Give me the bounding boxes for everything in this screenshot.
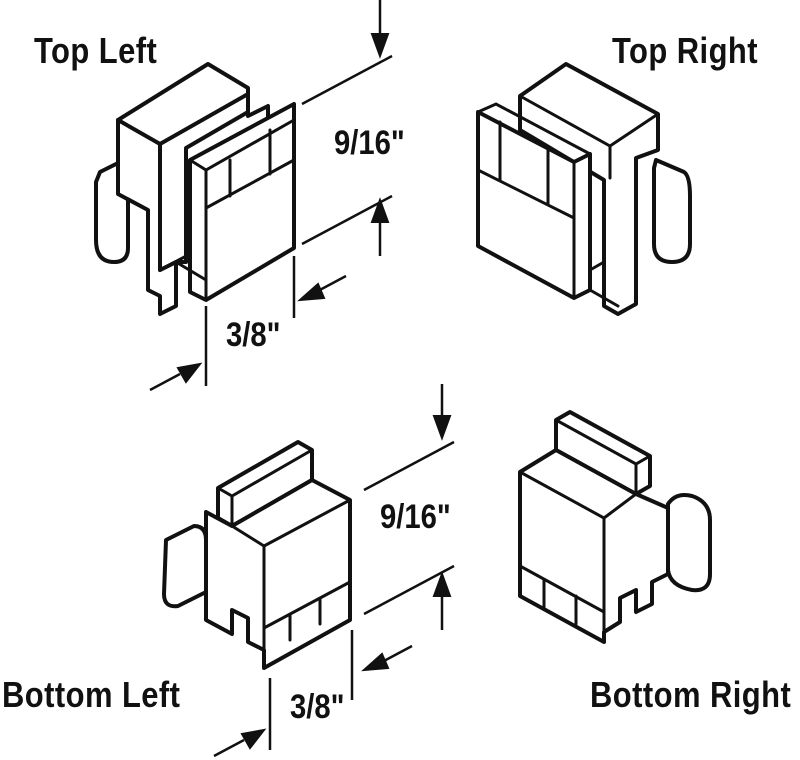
bottom-height-arrowhead-down <box>432 415 452 441</box>
top-width-arrowhead-left <box>297 282 326 302</box>
bottom-left-body <box>204 478 352 670</box>
bottom-width-arrowhead-left <box>361 652 390 672</box>
bottom-left-band <box>262 580 352 642</box>
bottom-width-arrow-shaft-left <box>213 738 245 758</box>
top-right-tab <box>652 158 692 264</box>
dimension-bottom-width: 3/8" <box>290 688 345 726</box>
bottom-left-rail-edge <box>216 448 314 528</box>
dimension-top-width: 3/8" <box>226 316 281 354</box>
dimension-top-height: 9/16" <box>334 124 405 162</box>
bottom-left-guide <box>162 440 352 670</box>
dimension-bottom-height: 9/16" <box>380 498 451 536</box>
top-right-wall-band <box>476 120 576 220</box>
top-left-channel-floor <box>158 252 208 282</box>
bottom-left-tab <box>162 524 208 609</box>
bottom-right-rail-edge <box>554 418 652 496</box>
top-right-channel-floor <box>588 260 620 308</box>
top-width-arrow-shaft-left <box>149 372 181 392</box>
top-dimension-lines <box>149 0 393 392</box>
label-bottom-left: Bottom Left <box>2 674 181 715</box>
top-right-guide <box>476 62 692 316</box>
top-height-ext-lower <box>301 194 393 246</box>
top-left-wall-band <box>204 128 296 210</box>
top-right-back-top <box>518 94 660 180</box>
label-top-right: Top Right <box>612 30 759 71</box>
bottom-height-ext-upper <box>363 440 455 492</box>
bottom-left-body-edges <box>230 498 352 652</box>
top-left-guide <box>94 62 296 316</box>
top-height-arrowhead-up <box>370 197 390 223</box>
top-right-wall-top <box>476 102 592 300</box>
bottom-right-body-edges <box>518 470 638 644</box>
bottom-right-guide <box>518 410 712 644</box>
bottom-right-band <box>518 564 606 626</box>
bottom-height-ext-lower <box>363 564 455 616</box>
label-bottom-right: Bottom Right <box>590 674 792 715</box>
top-width-arrowhead-right <box>176 362 203 384</box>
bottom-height-arrowhead-up <box>432 571 452 597</box>
label-top-left: Top Left <box>34 30 158 71</box>
bottom-right-tab <box>666 493 712 593</box>
top-height-arrowhead-down <box>370 33 390 59</box>
bottom-dimension-lines <box>213 384 455 758</box>
bottom-width-arrow-shaft-right <box>381 644 413 664</box>
top-height-ext-upper <box>301 54 393 106</box>
bottom-width-arrowhead-right <box>240 728 267 750</box>
